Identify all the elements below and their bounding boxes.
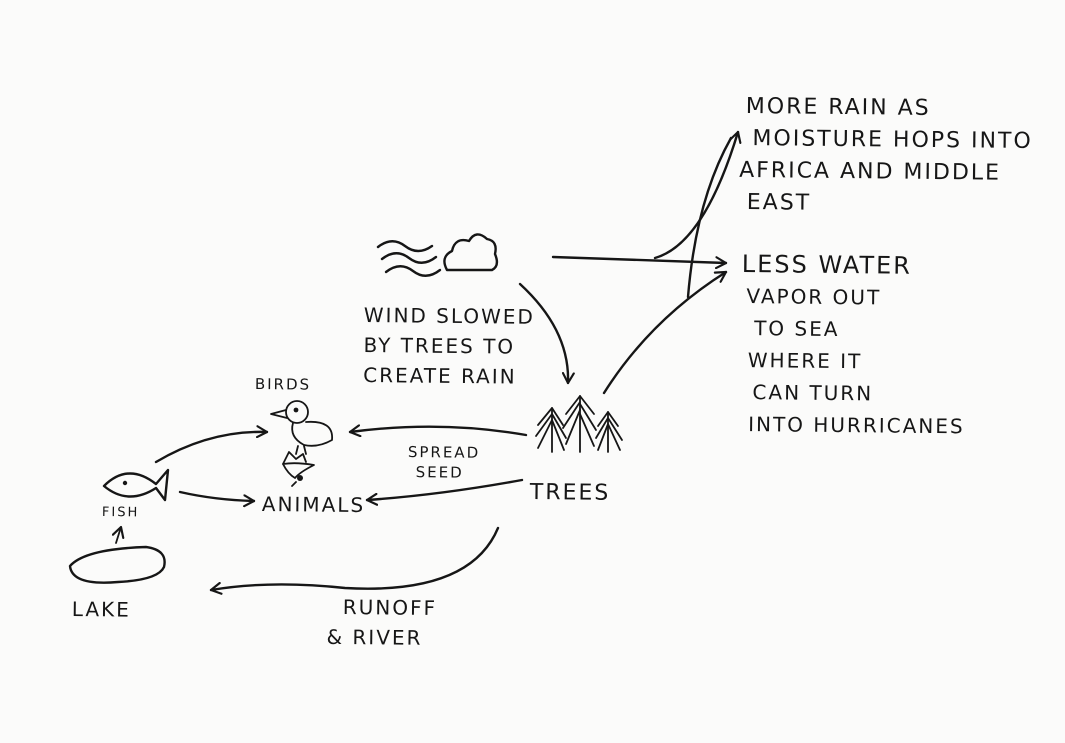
arrow-trees-to-more-rain — [686, 136, 733, 299]
wind-icon — [376, 240, 442, 277]
arrow-lake-to-fish — [111, 525, 125, 544]
fish-label: FISH — [101, 505, 140, 521]
spread-seed-label: SPREAD SEED — [407, 442, 481, 482]
arrow-trees-to-lake — [209, 526, 500, 595]
arrow-fish-to-animals — [178, 490, 256, 508]
lake-label: LAKE — [71, 596, 132, 622]
arrow-cloud-to-trees — [518, 282, 575, 385]
cloud-icon — [443, 233, 499, 272]
arrow-trees-to-birds — [348, 424, 528, 438]
birds-label: BIRDS — [254, 374, 312, 394]
fox-icon — [282, 451, 315, 487]
arrow-trees-to-less-water — [602, 270, 728, 395]
arrow-trees-to-animals — [365, 478, 524, 506]
less-water-label: LESS WATER VAPOR OUT TO SEA WHERE IT CAN… — [741, 249, 965, 439]
fish-icon — [102, 468, 170, 502]
more-rain-label: MORE RAIN AS MOISTURE HOPS INTO AFRICA A… — [739, 93, 1033, 216]
trees-icon — [535, 395, 623, 453]
arrow-fish-to-birds — [154, 425, 269, 464]
wind-label: WIND SLOWED BY TREES TO CREATE RAIN — [363, 302, 536, 389]
animals-label: ANIMALS — [261, 491, 366, 518]
trees-label: TREES — [529, 479, 611, 506]
bird-icon — [270, 400, 333, 455]
runoff-label: RUNOFF & RIVER — [326, 594, 438, 650]
arrow-to-less-water — [551, 255, 728, 270]
lake-icon — [68, 545, 166, 584]
